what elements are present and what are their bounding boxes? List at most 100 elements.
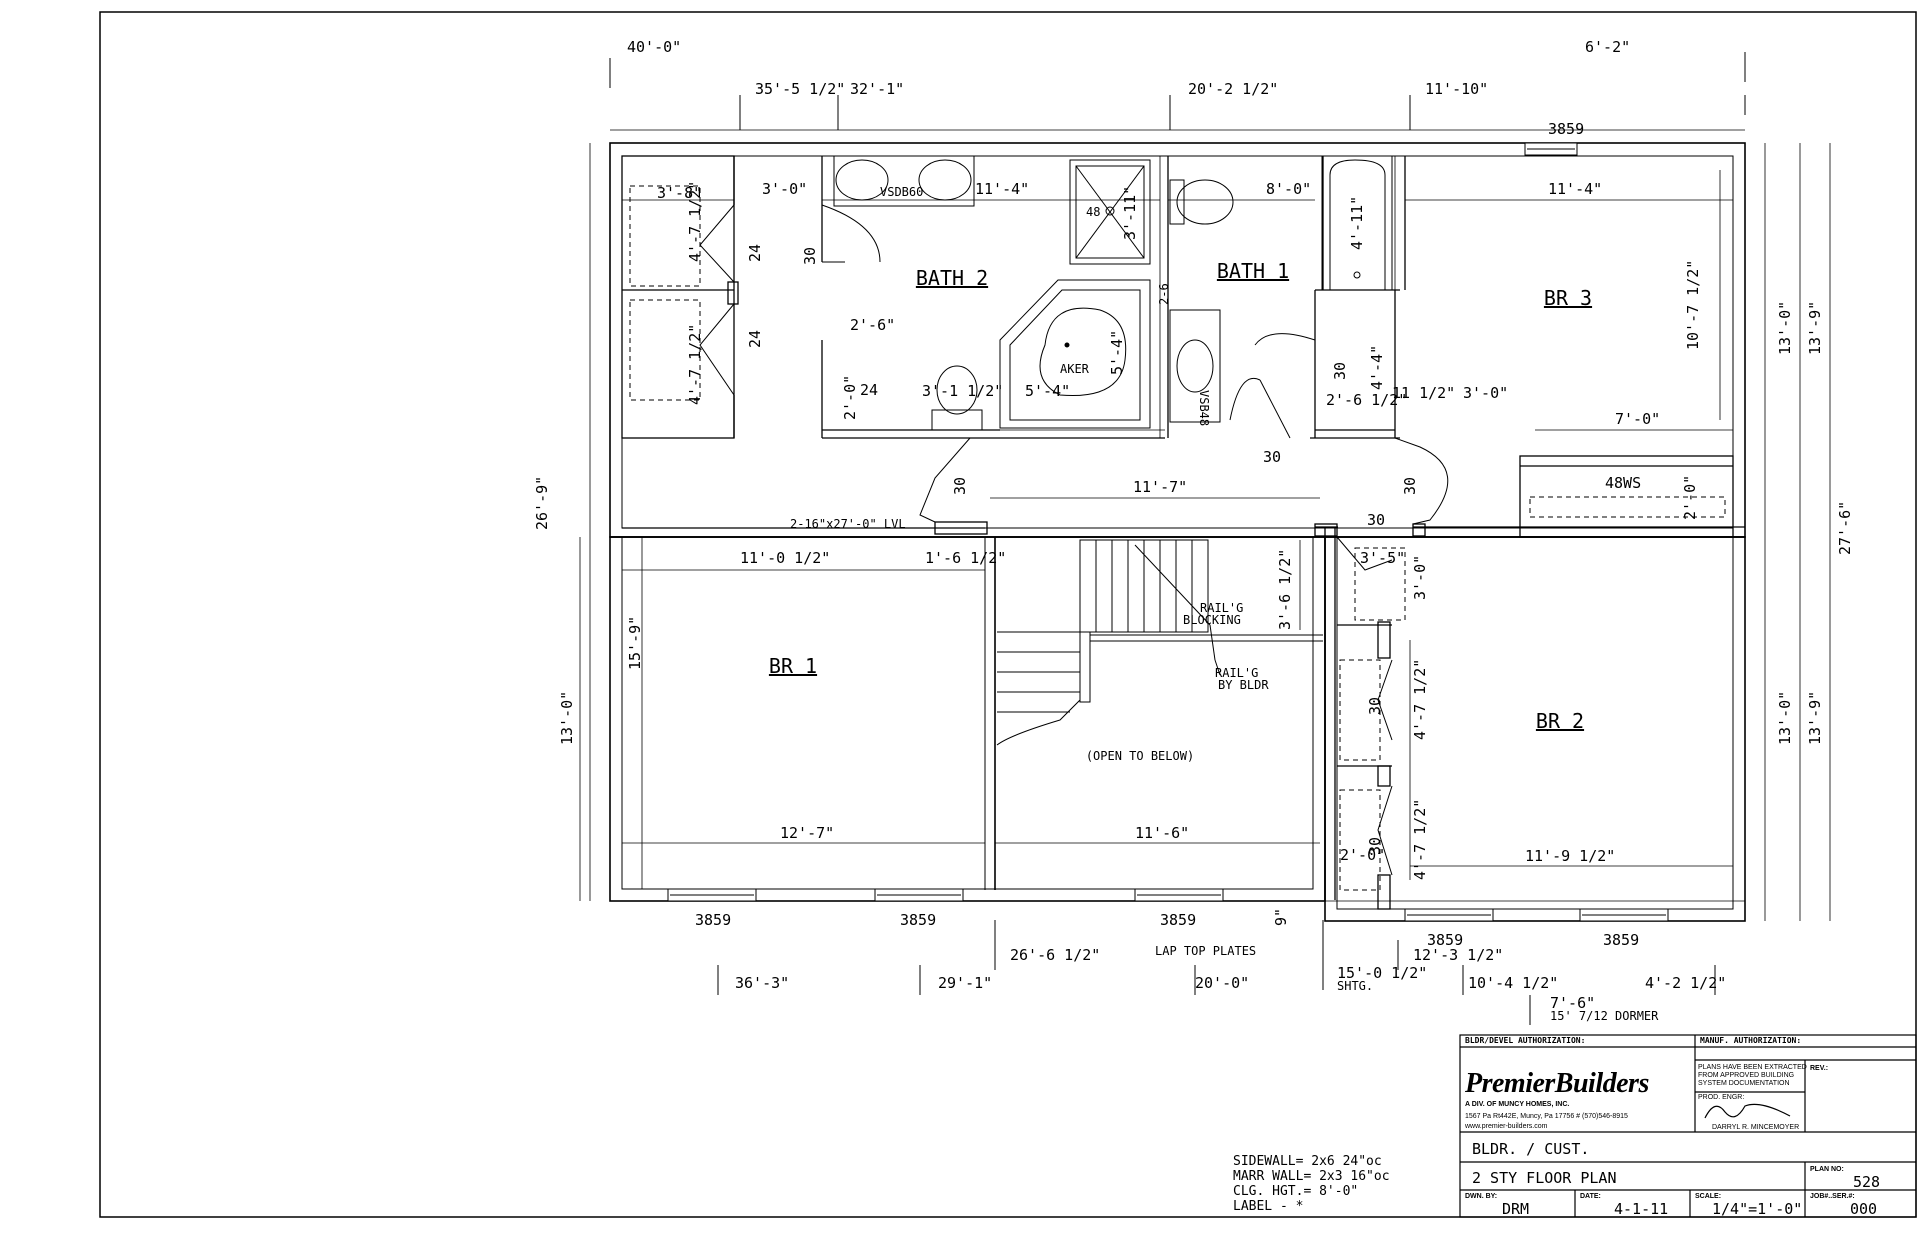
engineer-signature — [1704, 1103, 1791, 1119]
company-website: www.premier-builders.com — [1464, 1123, 1548, 1130]
room-label-bath2: BATH 2 — [916, 266, 988, 290]
date-label: DATE: — [1580, 1193, 1601, 1200]
tub-label: AKER — [1060, 362, 1090, 376]
dim-top-11-10: 11'-10" — [1425, 80, 1488, 98]
plan-number: 528 — [1853, 1173, 1880, 1191]
dim-int: 5'-4" — [1108, 330, 1126, 375]
plan-title: 2 STY FLOOR PLAN — [1472, 1169, 1617, 1187]
dim-bottom-10-4: 10'-4 1/2" — [1468, 974, 1558, 992]
interior-walls — [621, 155, 1745, 910]
dim-top-20-2: 20'-2 1/2" — [1188, 80, 1278, 98]
dim-int: 30 — [951, 477, 969, 495]
dim-int: 4'-7 1/2" — [1411, 799, 1429, 880]
railg-blocking-label-1: RAIL'G — [1200, 601, 1243, 615]
dim-overall-40: 40'-0" — [627, 38, 681, 56]
company-division: A DIV. OF MUNCY HOMES, INC. — [1465, 1101, 1569, 1108]
room-label-bath1: BATH 1 — [1217, 259, 1289, 283]
vanity-b-label: VSB48 — [1197, 390, 1211, 426]
note-label: LABEL - * — [1233, 1199, 1303, 1214]
dim-window-top: 3859 — [1548, 120, 1584, 138]
dim-bottom-15-0: 15'-0 1/2" — [1337, 964, 1427, 982]
dim-int: 11'-6" — [1135, 824, 1189, 842]
dim-int: 3'-5" — [1360, 549, 1405, 567]
dim-int: 3'-0" — [1463, 384, 1508, 402]
dim-int: 4'-11" — [1348, 196, 1366, 250]
dim-bottom-9: 9" — [1272, 908, 1290, 926]
dim-right-27-6: 27'-6" — [1836, 501, 1854, 555]
dim-window-3: 3859 — [1160, 911, 1196, 929]
dim-bottom-4-2: 4'-2 1/2" — [1645, 974, 1726, 992]
dim-left-13-0: 13'-0" — [558, 691, 576, 745]
dim-int: 3'-11" — [1121, 186, 1139, 240]
engineer-name: DARRYL R. MINCEMOYER — [1712, 1124, 1799, 1131]
closet-label-48ws: 48WS — [1605, 474, 1641, 492]
shower-label: 48 — [1086, 205, 1100, 219]
dim-int: 12'-7" — [780, 824, 834, 842]
dim-int: 2'-0" — [1340, 846, 1385, 864]
dim-int: 3'-0" — [1411, 555, 1429, 600]
bldr-cust-field: BLDR. / CUST. — [1472, 1140, 1589, 1158]
dim-window-5: 3859 — [1603, 931, 1639, 949]
dim-int: 30 — [1401, 477, 1419, 495]
note-marr-wall: MARR WALL= 2x3 16"oc — [1233, 1169, 1390, 1184]
dim-top-6-2: 6'-2" — [1585, 38, 1630, 56]
dim-int: 10'-7 1/2" — [1684, 260, 1702, 350]
dormer-label: 15' 7/12 DORMER — [1550, 1009, 1659, 1023]
dim-bottom-36-3: 36'-3" — [735, 974, 789, 992]
sheet-border — [99, 11, 1917, 1218]
dim-bottom-29-1: 29'-1" — [938, 974, 992, 992]
dim-top-35-5: 35'-5 1/2" — [755, 80, 845, 98]
door-swings — [699, 204, 1449, 876]
room-label-br3: BR 3 — [1544, 286, 1592, 310]
prod-engr-label: PROD. ENGR: — [1698, 1094, 1744, 1101]
dim-right-13-9-bottom: 13'-9" — [1806, 691, 1824, 745]
vanity-label: VSDB60 — [880, 185, 923, 199]
dim-int: 2'-0" — [841, 375, 859, 420]
dim-int: 3'-8" — [657, 184, 702, 202]
extract-note-line3: SYSTEM DOCUMENTATION — [1698, 1080, 1790, 1087]
dim-int: 5'-4" — [1025, 382, 1070, 400]
dim-int: 4'-7 1/2" — [1411, 659, 1429, 740]
dim-int: 30 — [1263, 448, 1281, 466]
dim-int: 24 — [746, 330, 764, 348]
dim-int: 11'-9 1/2" — [1525, 847, 1615, 865]
extract-note-line1: PLANS HAVE BEEN EXTRACTED — [1698, 1064, 1807, 1071]
job-number: 000 — [1850, 1200, 1877, 1218]
dim-int: 1'-6 1/2" — [925, 549, 1006, 567]
dim-bottom-12-3: 12'-3 1/2" — [1413, 946, 1503, 964]
manuf-auth-label: MANUF. AUTHORIZATION: — [1700, 1036, 1801, 1045]
dim-int: 24 — [860, 381, 878, 399]
dim-int: 11'-4" — [1548, 180, 1602, 198]
dim-int: 7'-0" — [1615, 410, 1660, 428]
job-label: JOB#..SER.#: — [1810, 1193, 1855, 1200]
dim-int: 2'-0" — [1681, 475, 1699, 520]
dim-int: 2'-6 1/2" — [1326, 391, 1407, 409]
dim-int: 8'-0" — [1266, 180, 1311, 198]
dim-int: 4'-7 1/2" — [686, 324, 704, 405]
dim-int: 11'-7" — [1133, 478, 1187, 496]
exterior-walls — [609, 142, 1746, 922]
dim-top-32-1: 32'-1" — [850, 80, 904, 98]
drawn-by-label: DWN. BY: — [1465, 1193, 1497, 1200]
dim-int: 24 — [746, 244, 764, 262]
note-sidewall: SIDEWALL= 2x6 24"oc — [1233, 1154, 1382, 1169]
dim-int: 2'-6" — [850, 316, 895, 334]
windows — [667, 142, 1669, 922]
dim-int: 11 1/2" — [1392, 384, 1455, 402]
open-to-below-label: (OPEN TO BELOW) — [1086, 749, 1194, 763]
company-logo: PremierBuilders — [1464, 1068, 1649, 1099]
dim-bottom-20-0: 20'-0" — [1195, 974, 1249, 992]
dim-left-15-9: 15'-9" — [626, 616, 644, 670]
dim-int: 3'-6 1/2" — [1276, 549, 1294, 630]
dim-int: 4'-7 1/2" — [686, 181, 704, 262]
fixtures — [629, 155, 1726, 891]
extract-note-line2: FROM APPROVED BUILDING — [1698, 1072, 1794, 1079]
dim-int: 3'-0" — [762, 180, 807, 198]
dim-int: 11'-0 1/2" — [740, 549, 830, 567]
shtg-label: SHTG. — [1337, 979, 1373, 993]
room-label-br1: BR 1 — [769, 654, 817, 678]
dim-right-13-0-bottom: 13'-0" — [1776, 691, 1794, 745]
dim-int: 30 — [1367, 511, 1385, 529]
dim-int: 30 — [801, 247, 819, 265]
